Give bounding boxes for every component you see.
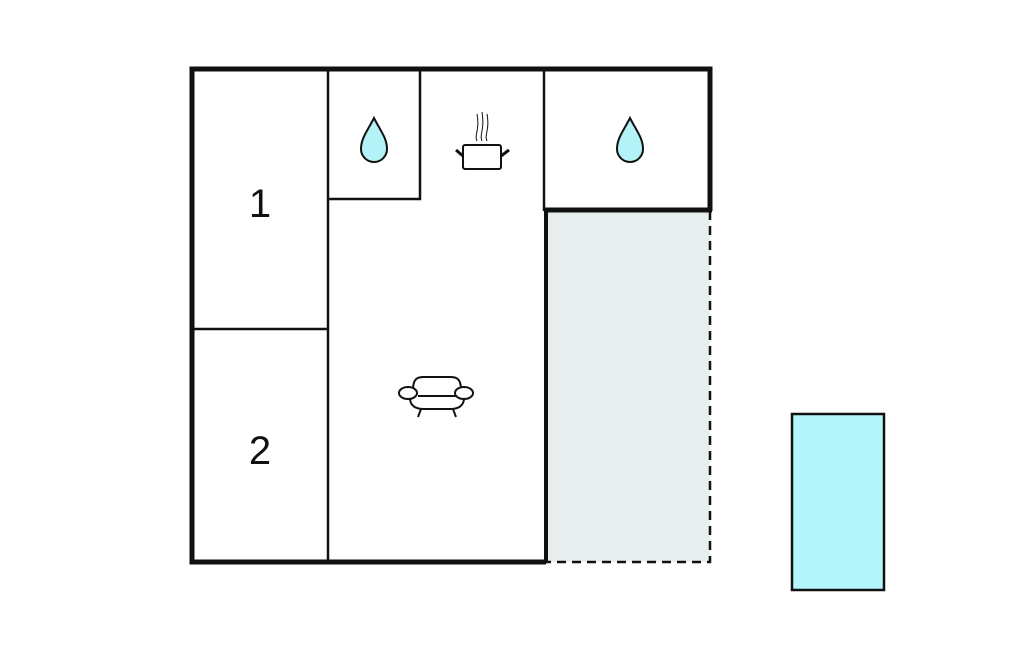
- terrace-dashed-border: [546, 211, 712, 564]
- wall-small-bathroom: [328, 69, 422, 201]
- water-drop-icon: [615, 115, 645, 163]
- room-label-1: 1: [249, 182, 271, 226]
- pool: [790, 412, 886, 592]
- water-drop-icon: [359, 115, 389, 163]
- cooking-pot-icon: [455, 111, 510, 170]
- sofa-icon: [398, 376, 474, 418]
- terrace: [546, 211, 710, 562]
- room-label-2: 2: [249, 429, 271, 473]
- outer-wall: [189, 66, 713, 565]
